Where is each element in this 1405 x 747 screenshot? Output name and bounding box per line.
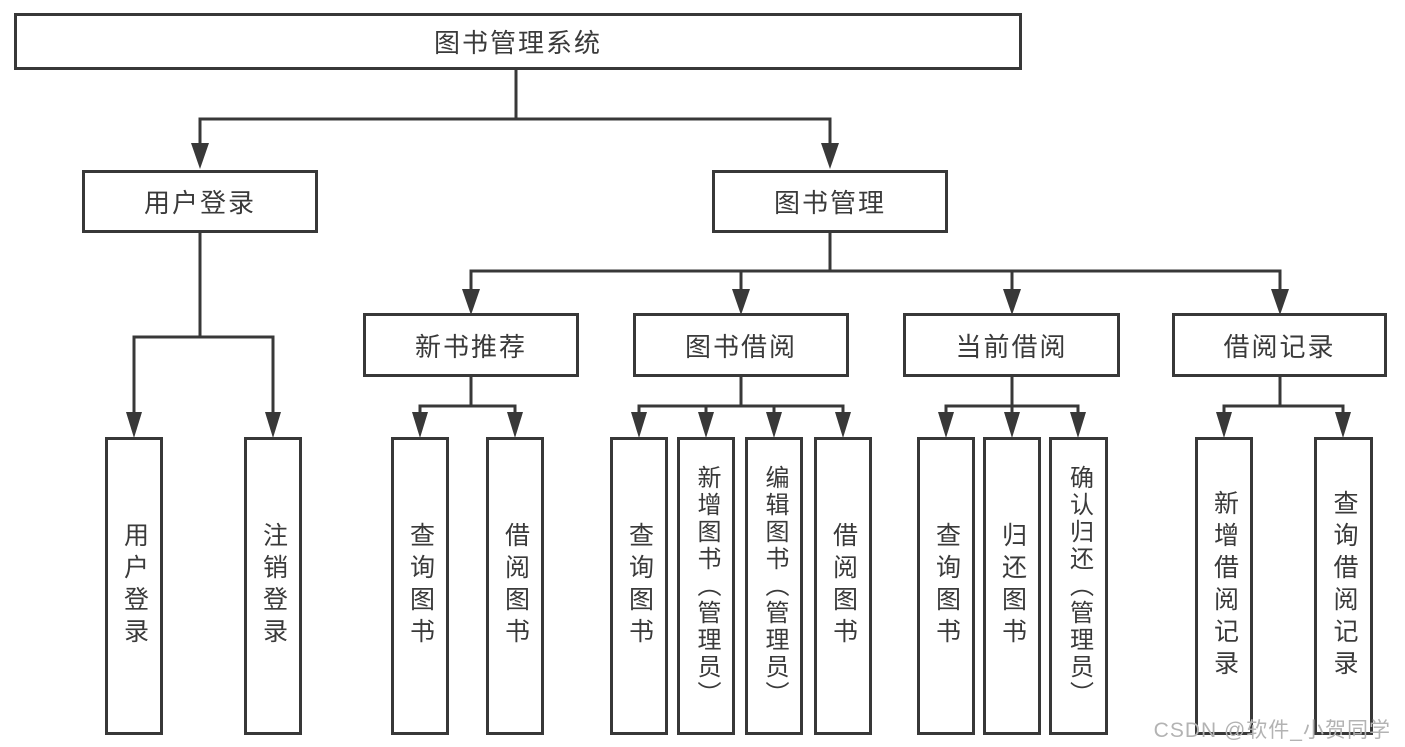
- arrowhead: [1003, 289, 1021, 315]
- node-label: 新增图书（管理员）: [693, 464, 720, 708]
- node-label: 当前借阅: [955, 331, 1068, 362]
- node-book-borrow: 图书借阅: [633, 313, 849, 377]
- leaf-query-books-2: 查询图书: [610, 437, 668, 735]
- arrowhead: [1335, 412, 1351, 438]
- node-library-management-system: 图书管理系统: [14, 13, 1022, 70]
- connector-root-to-level1: [191, 70, 839, 169]
- arrowhead-user-login: [191, 143, 209, 169]
- leaf-edit-books-admin: 编辑图书（管理员）: [745, 437, 803, 735]
- node-borrow-record: 借阅记录: [1172, 313, 1387, 377]
- node-label: 查询借阅记录: [1330, 490, 1358, 682]
- leaf-query-books-1: 查询图书: [391, 437, 449, 735]
- arrowhead: [1070, 412, 1086, 438]
- leaf-query-books-3: 查询图书: [917, 437, 975, 735]
- leaf-add-books-admin: 新增图书（管理员）: [677, 437, 735, 735]
- node-label: 图书借阅: [684, 331, 797, 362]
- node-label: 图书管理: [773, 188, 886, 218]
- arrowhead: [938, 412, 954, 438]
- leaf-add-borrow-record: 新增借阅记录: [1195, 437, 1253, 735]
- node-label: 用户登录: [120, 522, 149, 650]
- node-label: 确认归还（管理员）: [1065, 464, 1093, 708]
- arrowhead: [631, 412, 647, 438]
- node-label: 借阅记录: [1223, 331, 1336, 362]
- node-user-login: 用户登录: [82, 170, 318, 233]
- node-label: 用户登录: [143, 188, 256, 218]
- node-label: 编辑图书（管理员）: [761, 464, 788, 708]
- arrowhead: [1216, 412, 1232, 438]
- arrowhead: [698, 412, 714, 438]
- arrowhead: [766, 412, 782, 438]
- arrowhead: [1004, 412, 1020, 438]
- node-current-borrow: 当前借阅: [903, 313, 1120, 377]
- node-label: 图书管理系统: [433, 28, 602, 58]
- connector-book-management-to-level2: [462, 233, 1289, 315]
- node-label: 借阅图书: [501, 522, 530, 650]
- arrowhead: [412, 412, 428, 438]
- arrowhead: [507, 412, 523, 438]
- leaf-borrow-books-1: 借阅图书: [486, 437, 544, 735]
- arrowhead: [835, 412, 851, 438]
- connector-current-borrow-to-children: [938, 377, 1086, 438]
- csdn-watermark: CSDN @软件_小贺同学: [1153, 719, 1391, 742]
- connector-new-book-recommend-to-children: [412, 377, 523, 438]
- node-label: 新书推荐: [414, 331, 527, 362]
- arrowhead: [265, 412, 281, 438]
- leaf-logout: 注销登录: [244, 437, 302, 735]
- arrowhead-book-management: [821, 143, 839, 169]
- node-label: 归还图书: [998, 522, 1027, 650]
- arrowhead: [126, 412, 142, 438]
- node-book-management: 图书管理: [712, 170, 948, 233]
- node-new-book-recommend: 新书推荐: [363, 313, 579, 377]
- arrowhead: [1271, 289, 1289, 315]
- node-label: 查询图书: [406, 522, 435, 650]
- node-label: 新增借阅记录: [1210, 490, 1239, 682]
- node-label: 注销登录: [259, 522, 288, 650]
- arrowhead: [732, 289, 750, 315]
- node-label: 查询图书: [625, 522, 654, 650]
- leaf-user-login: 用户登录: [105, 437, 163, 735]
- connector-borrow-record-to-children: [1216, 377, 1351, 438]
- arrowhead: [462, 289, 480, 315]
- connector-book-borrow-to-children: [631, 377, 851, 438]
- connector-user-login-to-children: [126, 233, 281, 438]
- leaf-return-books: 归还图书: [983, 437, 1041, 735]
- leaf-query-borrow-record: 查询借阅记录: [1314, 437, 1373, 735]
- node-label: 查询图书: [932, 522, 961, 650]
- leaf-borrow-books-2: 借阅图书: [814, 437, 872, 735]
- node-label: 借阅图书: [829, 522, 858, 650]
- leaf-confirm-return-admin: 确认归还（管理员）: [1049, 437, 1108, 735]
